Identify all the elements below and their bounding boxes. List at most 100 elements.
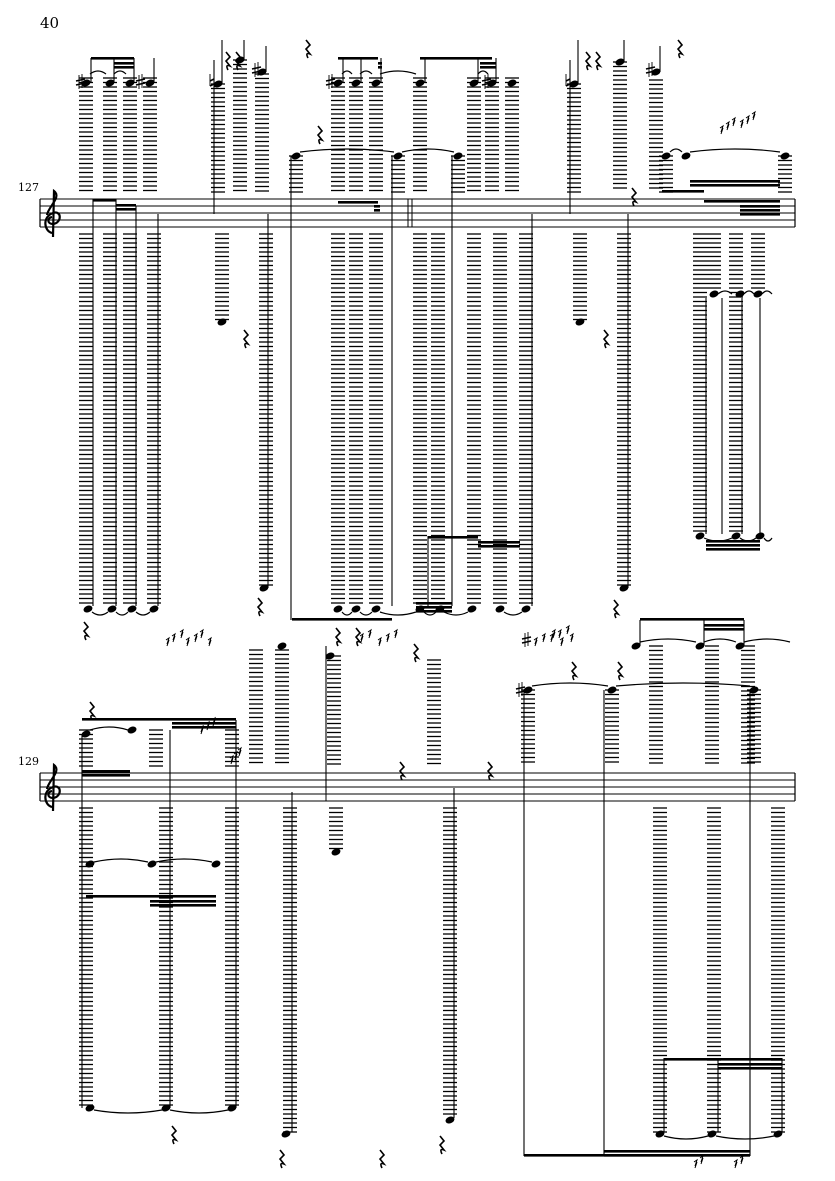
notehead (127, 726, 137, 734)
notehead (81, 79, 91, 87)
sixteenth-rest (541, 632, 546, 643)
sharp-sign (515, 686, 526, 690)
tie (639, 638, 697, 643)
quarter-rest (316, 125, 325, 145)
sixteenth-rest (731, 116, 736, 127)
beam (91, 57, 134, 60)
natural-sign (209, 83, 215, 87)
beam (416, 606, 452, 609)
quarter-rest (242, 329, 251, 349)
quarter-rest (486, 761, 495, 781)
beam (150, 900, 216, 903)
beam (662, 190, 704, 193)
beam (416, 610, 452, 613)
sharp-sign (325, 82, 336, 86)
beam (690, 180, 780, 183)
sharp-sign (325, 78, 336, 82)
notehead (507, 79, 517, 87)
notehead (631, 642, 641, 650)
notehead (753, 290, 763, 298)
notehead (453, 152, 463, 160)
tie (401, 148, 455, 153)
notehead (467, 605, 477, 613)
page-number: 40 (40, 14, 60, 32)
sixteenth-rest (171, 632, 176, 643)
beam (604, 1154, 750, 1157)
quarter-rest (334, 627, 343, 647)
notehead (445, 1116, 455, 1124)
beam (718, 1063, 782, 1066)
notehead (149, 605, 159, 613)
tie (93, 1109, 163, 1114)
notehead (325, 652, 335, 660)
notehead (277, 642, 287, 650)
notehead (735, 642, 745, 650)
notehead (371, 605, 381, 613)
quarter-rest (304, 39, 313, 59)
sixteenth-rest (569, 632, 574, 643)
notehead (780, 152, 790, 160)
tie (359, 70, 373, 75)
notehead (85, 1104, 95, 1112)
notehead (161, 1104, 171, 1112)
sixteenth-rest (745, 114, 750, 125)
tie (341, 611, 353, 616)
beam (428, 536, 478, 539)
sixteenth-rest (193, 632, 198, 643)
tie (503, 611, 523, 616)
tie (703, 537, 733, 542)
tie (615, 682, 751, 687)
quarter-rest (616, 661, 625, 681)
tie (89, 726, 129, 731)
beam (150, 904, 216, 907)
tie (531, 682, 609, 687)
notehead (575, 318, 585, 326)
notehead (749, 686, 759, 694)
beam (338, 201, 378, 204)
quarter-rest (594, 51, 603, 71)
notehead (107, 605, 117, 613)
notehead (281, 1130, 291, 1138)
notehead (731, 532, 741, 540)
beam (480, 66, 496, 69)
beam (704, 200, 780, 203)
notehead (351, 79, 361, 87)
beam (172, 726, 236, 729)
notehead (333, 79, 343, 87)
beam (706, 544, 760, 547)
quarter-rest (630, 187, 639, 207)
beam (374, 205, 380, 208)
notehead (735, 290, 745, 298)
notehead (695, 642, 705, 650)
sixteenth-rest (237, 746, 242, 757)
notehead (495, 605, 505, 613)
quarter-rest (224, 51, 233, 71)
quarter-rest (278, 1149, 287, 1169)
notehead (607, 686, 617, 694)
treble-clef-icon (44, 762, 61, 812)
quarter-rest (378, 1149, 387, 1169)
notehead (651, 68, 661, 76)
quarter-rest (88, 701, 97, 721)
score-ink (39, 39, 796, 1169)
sixteenth-rest (359, 632, 364, 643)
notehead (259, 584, 269, 592)
notehead (709, 290, 719, 298)
notehead (127, 605, 137, 613)
sixteenth-rest (733, 1158, 738, 1169)
quarter-rest (570, 661, 579, 681)
notehead (755, 532, 765, 540)
beam (378, 62, 382, 65)
notehead (125, 79, 135, 87)
tie (443, 611, 469, 616)
quarter-rest (584, 51, 593, 71)
tie (689, 148, 781, 153)
beam (604, 1150, 750, 1153)
tie (715, 1135, 775, 1140)
beam (93, 199, 116, 202)
notehead (257, 68, 267, 76)
quarter-rest (438, 1135, 447, 1155)
quarter-rest (256, 597, 265, 617)
notehead (615, 58, 625, 66)
tie (359, 611, 373, 616)
